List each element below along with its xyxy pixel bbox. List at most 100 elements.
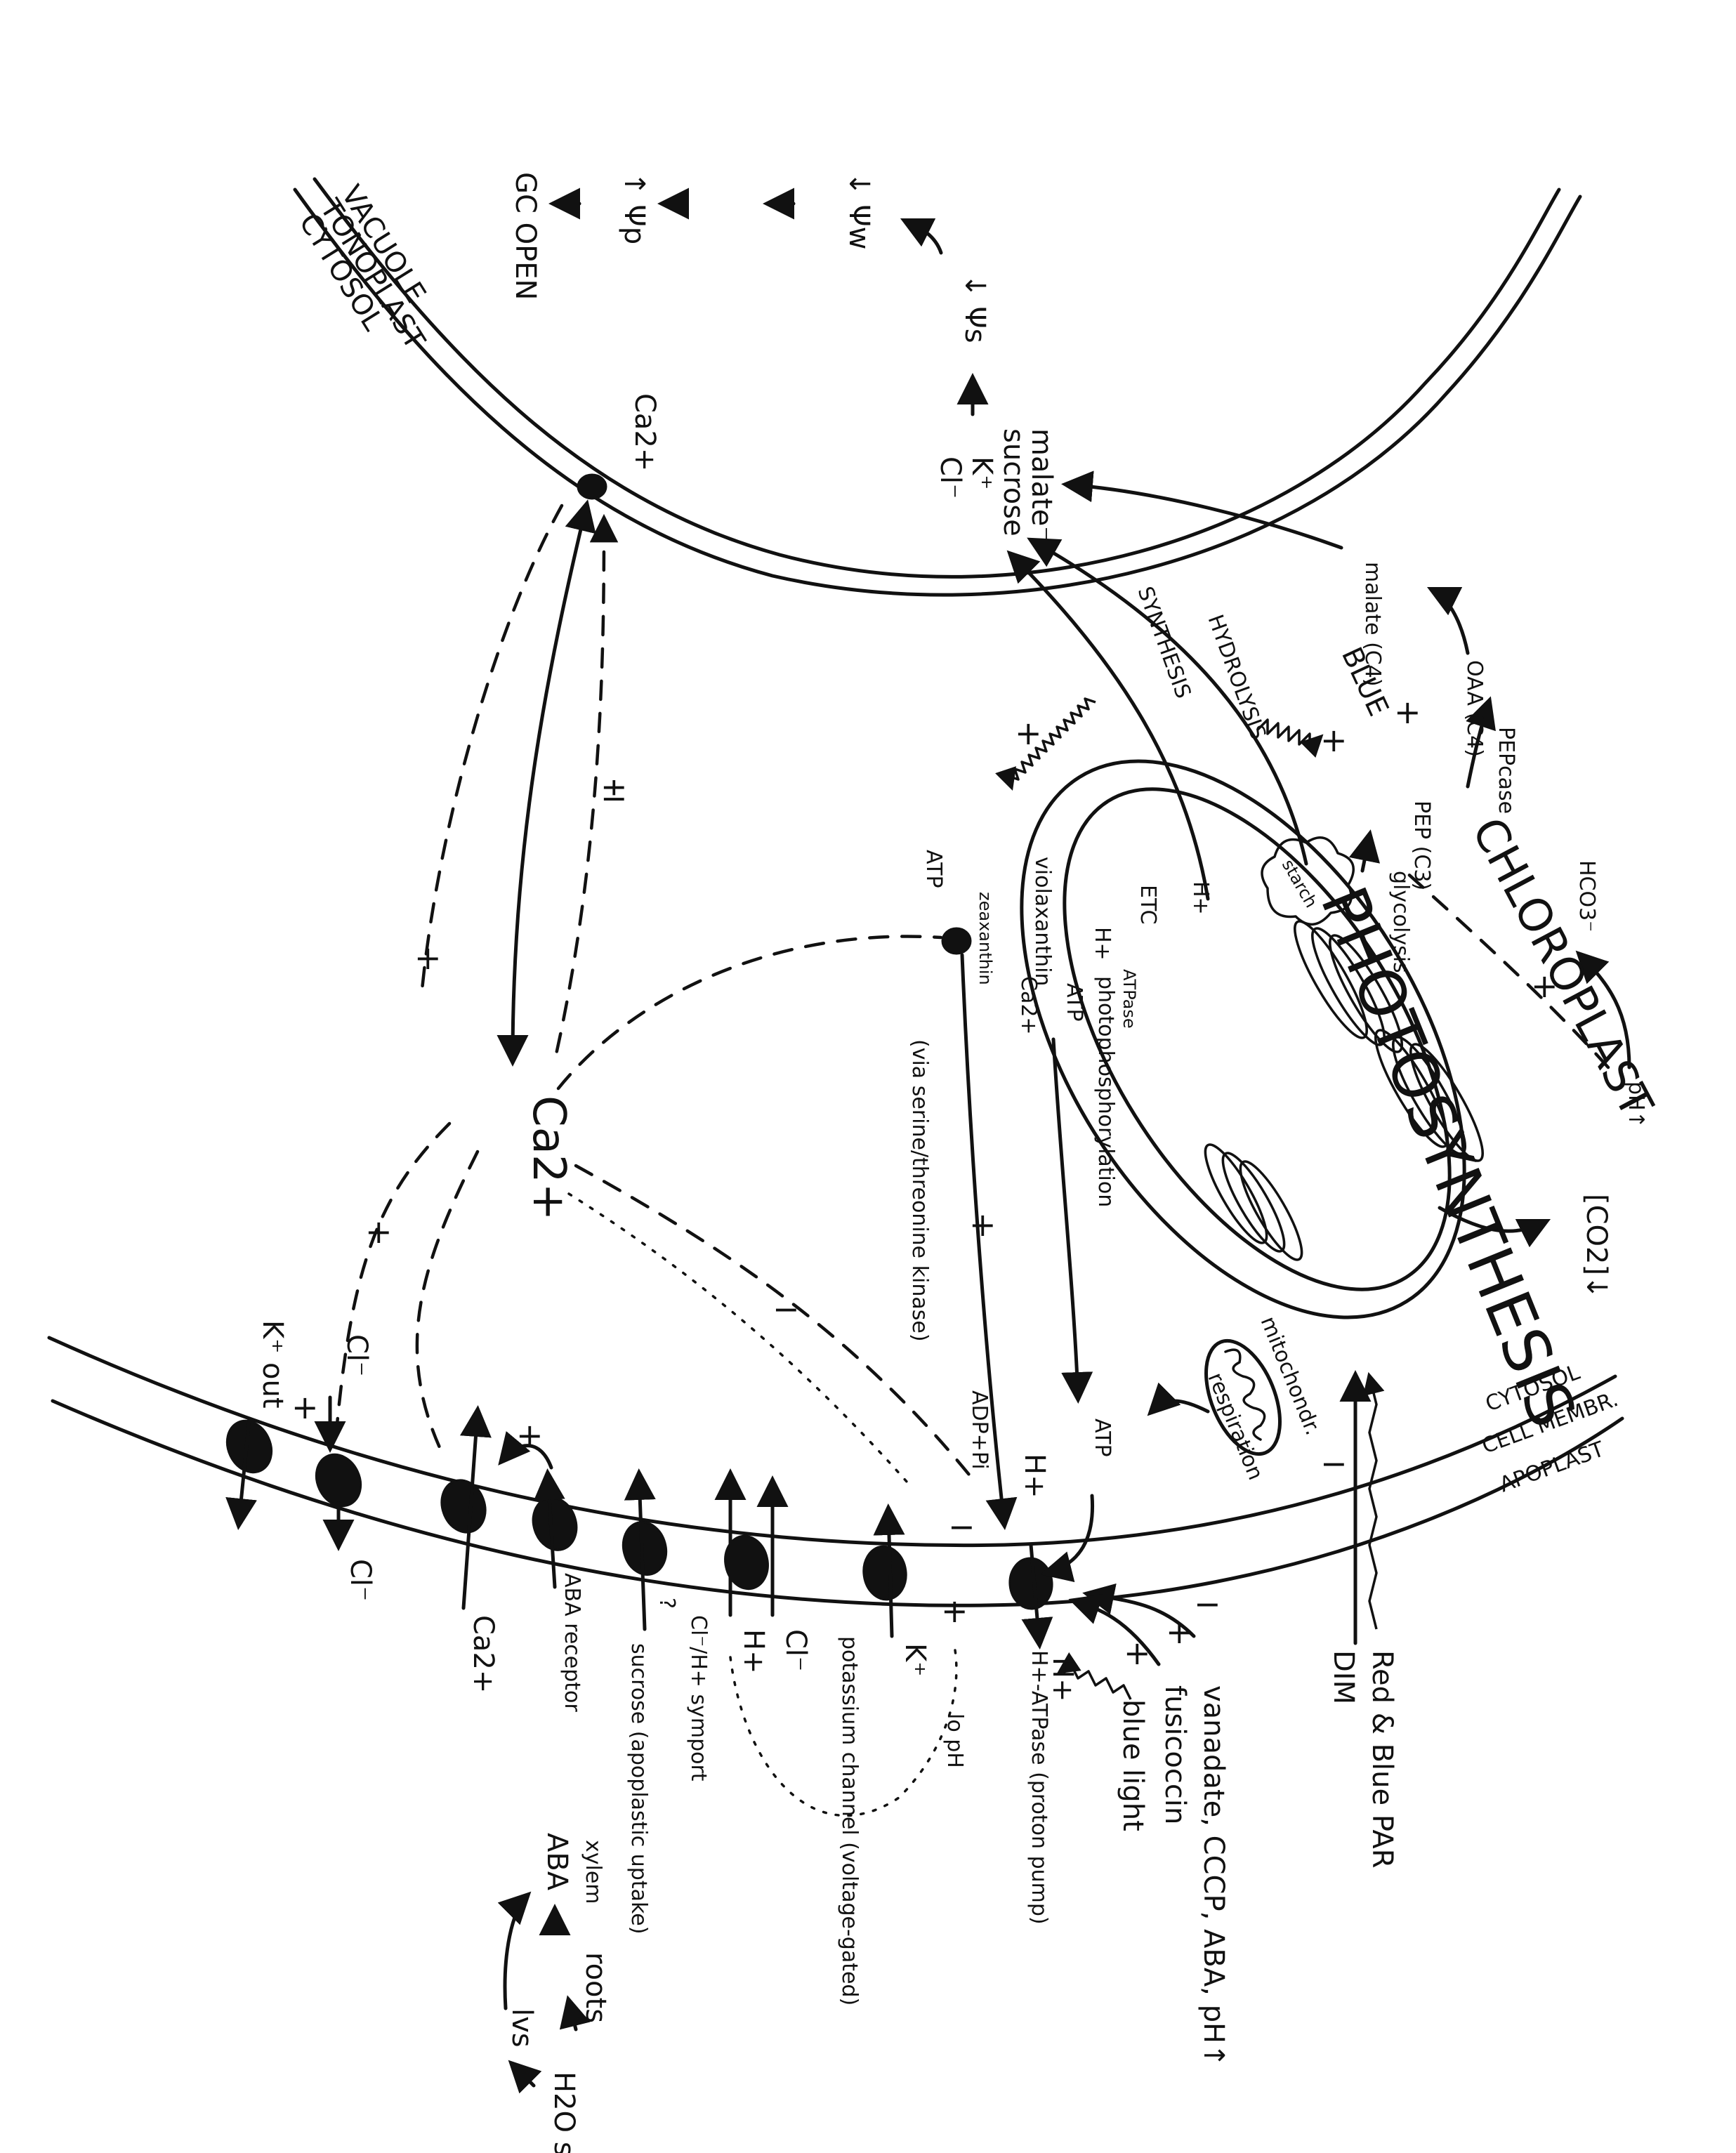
grana-stack-3 [1204, 1143, 1303, 1261]
label-psi-w: ↓ Ψw [843, 172, 875, 249]
arrow-zeaxanthin-to-atpase [960, 953, 1018, 1530]
dashed-ca-feedback-right [553, 513, 619, 1062]
label-aba-receptor: ABA receptor [560, 1573, 584, 1712]
cell-membrane-outer-line [51, 1399, 1624, 1607]
label-ca-vacuole: Ca2+ [629, 393, 661, 471]
label-atp-top: ATP [921, 850, 946, 888]
label-psi-p: ↑ Ψp [618, 172, 650, 244]
chloroplast-outer-envelope [1020, 759, 1466, 1319]
arrow-h-pump-out [1021, 1543, 1053, 1650]
mitochondrion [1204, 1338, 1282, 1456]
label-sucrose-uptake: sucrose (apoplastic uptake) [626, 1643, 651, 1934]
wavy-blue-signal-1 [995, 697, 1096, 791]
zeaxanthin-blob [941, 927, 972, 955]
label-k-channel-desc: potassium channel (voltage-gated) [837, 1636, 862, 2006]
label-gc-open: GC OPEN [509, 172, 541, 300]
label-zeaxanthin: zeaxanthin [975, 892, 995, 985]
wavy-blue-signal-2 [1256, 718, 1324, 758]
dashed-cytosol-ca-to-zeaxanthin [556, 935, 943, 1091]
arrow-pepcase [1466, 696, 1496, 789]
arrow-photophos-atp-down [1051, 1037, 1093, 1404]
label-etc: ETC [1136, 885, 1160, 924]
label-malate-c4: malate (C4) [1360, 562, 1385, 687]
label-k-out: K⁺ out [256, 1320, 289, 1409]
grana-stack-2 [1374, 1029, 1484, 1162]
label-k-channel: K⁺ [899, 1643, 931, 1676]
label-oaa: OAA (C4) [1462, 660, 1487, 757]
mitochondrion-cristae [1224, 1348, 1266, 1441]
chloroplast-inner-envelope [1063, 787, 1452, 1291]
label-h-in: H+ [737, 1629, 770, 1674]
arrow-malate-to-osmotica [1061, 470, 1343, 550]
arrow-atp-to-pump [1040, 1494, 1095, 1583]
sign-minus-4: − [1320, 1444, 1348, 1482]
dashed-ca-feedback-left [419, 503, 564, 999]
label-dim: DIM [1327, 1650, 1360, 1704]
arrow-photosynthesis-to-co2 [1438, 1206, 1551, 1248]
label-glycolysis: glycolysis [1388, 871, 1413, 973]
label-h-plus-2: H+ [1090, 927, 1114, 961]
k-channel-blob [862, 1545, 907, 1601]
label-par: Red & Blue PAR [1366, 1650, 1398, 1869]
arrow-hydrolysis-to-osmotica [1027, 537, 1308, 866]
sign-plus-4: + [1531, 967, 1558, 1005]
label-malate: malate⁻ [1025, 428, 1058, 541]
label-lo-ph: lo pH [942, 1713, 967, 1768]
sign-plus-2: + [1394, 693, 1421, 731]
arrow-glycolysis-to-pep [1348, 829, 1381, 873]
arrow-k-channel-in [873, 1503, 905, 1638]
label-h-pump-out: H+ [1046, 1657, 1079, 1702]
label-aba: ABA [541, 1833, 573, 1891]
wavy-blue-light [1056, 1652, 1132, 1700]
arrow-stress-to-roots [559, 1995, 591, 2032]
arrow-respiration [1147, 1382, 1210, 1416]
label-ca-in: Ca2+ [467, 1615, 499, 1693]
label-cl-h-symport: Cl⁻/H+ symport [686, 1615, 711, 1782]
label-pep: PEP (C3) [1409, 801, 1434, 890]
label-starch: starch [1278, 856, 1321, 911]
label-kinase: (via serine/threonine kinase) [907, 1039, 932, 1342]
label-cl-out: Cl⁻ [344, 1559, 376, 1601]
label-h-pump-in: H+ [1018, 1454, 1051, 1499]
dotted-cytosol-ca-to-atpase-2 [567, 1192, 914, 1490]
cell-membrane-inner-line [47, 1336, 1617, 1548]
label-h-atpase: H+-ATPase (proton pump) [1027, 1650, 1051, 1925]
label-pepcase: PEPcase [1494, 727, 1518, 814]
label-ca-chloro: Ca2+ [1016, 976, 1041, 1035]
dotted-h-loop [729, 1649, 958, 1817]
sign-plus-8: + [516, 1416, 544, 1454]
arrow-ca-feedback-curve [498, 1430, 553, 1470]
sign-plus-6: + [365, 1213, 393, 1251]
arrow-psis-to-psiw [900, 218, 943, 255]
label-synthesis: SYNTHESIS [1132, 584, 1195, 702]
label-cl-minus: Cl⁻ [934, 456, 966, 499]
arrow-stress-to-lvs [508, 2060, 542, 2094]
label-psi-s: ↓ Ψs [959, 274, 991, 343]
dashed-ph-glycolysis [1402, 869, 1610, 1069]
sign-plus-7: + [291, 1388, 319, 1426]
arrow-synthesis-to-osmotica [1006, 550, 1210, 901]
arrow-ca-tonoplast-cytosol [497, 499, 596, 1067]
label-adp-pi: ADP+Pi [967, 1390, 992, 1470]
sign-plus-3: + [1320, 721, 1348, 759]
sign-minus-2: − [948, 1508, 975, 1546]
label-lvs: lvs [506, 2008, 538, 2048]
cl-out-channel [315, 1453, 362, 1508]
label-sucrose: sucrose [997, 428, 1030, 536]
label-cl-in: Cl⁻ [341, 1334, 373, 1376]
sign-minus-1: − [772, 1290, 800, 1328]
cl-h-symport-blob [724, 1534, 769, 1591]
arrow-oaa-to-malate [1426, 586, 1470, 655]
arrow-ph-to-hco3 [1575, 950, 1631, 1069]
sign-plus-10: + [941, 1592, 968, 1630]
label-blue-light: blue light [1117, 1699, 1149, 1831]
label-chloroplast: CHLOROPLAST [1461, 810, 1663, 1126]
sign-plus-5: + [414, 939, 442, 977]
dashed-cytosol-ca-to-ca-channel [415, 1150, 480, 1456]
arrow-fusicoccin [1068, 1594, 1161, 1666]
sign-plus-1: + [1015, 714, 1042, 752]
sign-plus-11: + [1124, 1634, 1151, 1672]
label-h-plus-1: H+ [1188, 881, 1213, 915]
